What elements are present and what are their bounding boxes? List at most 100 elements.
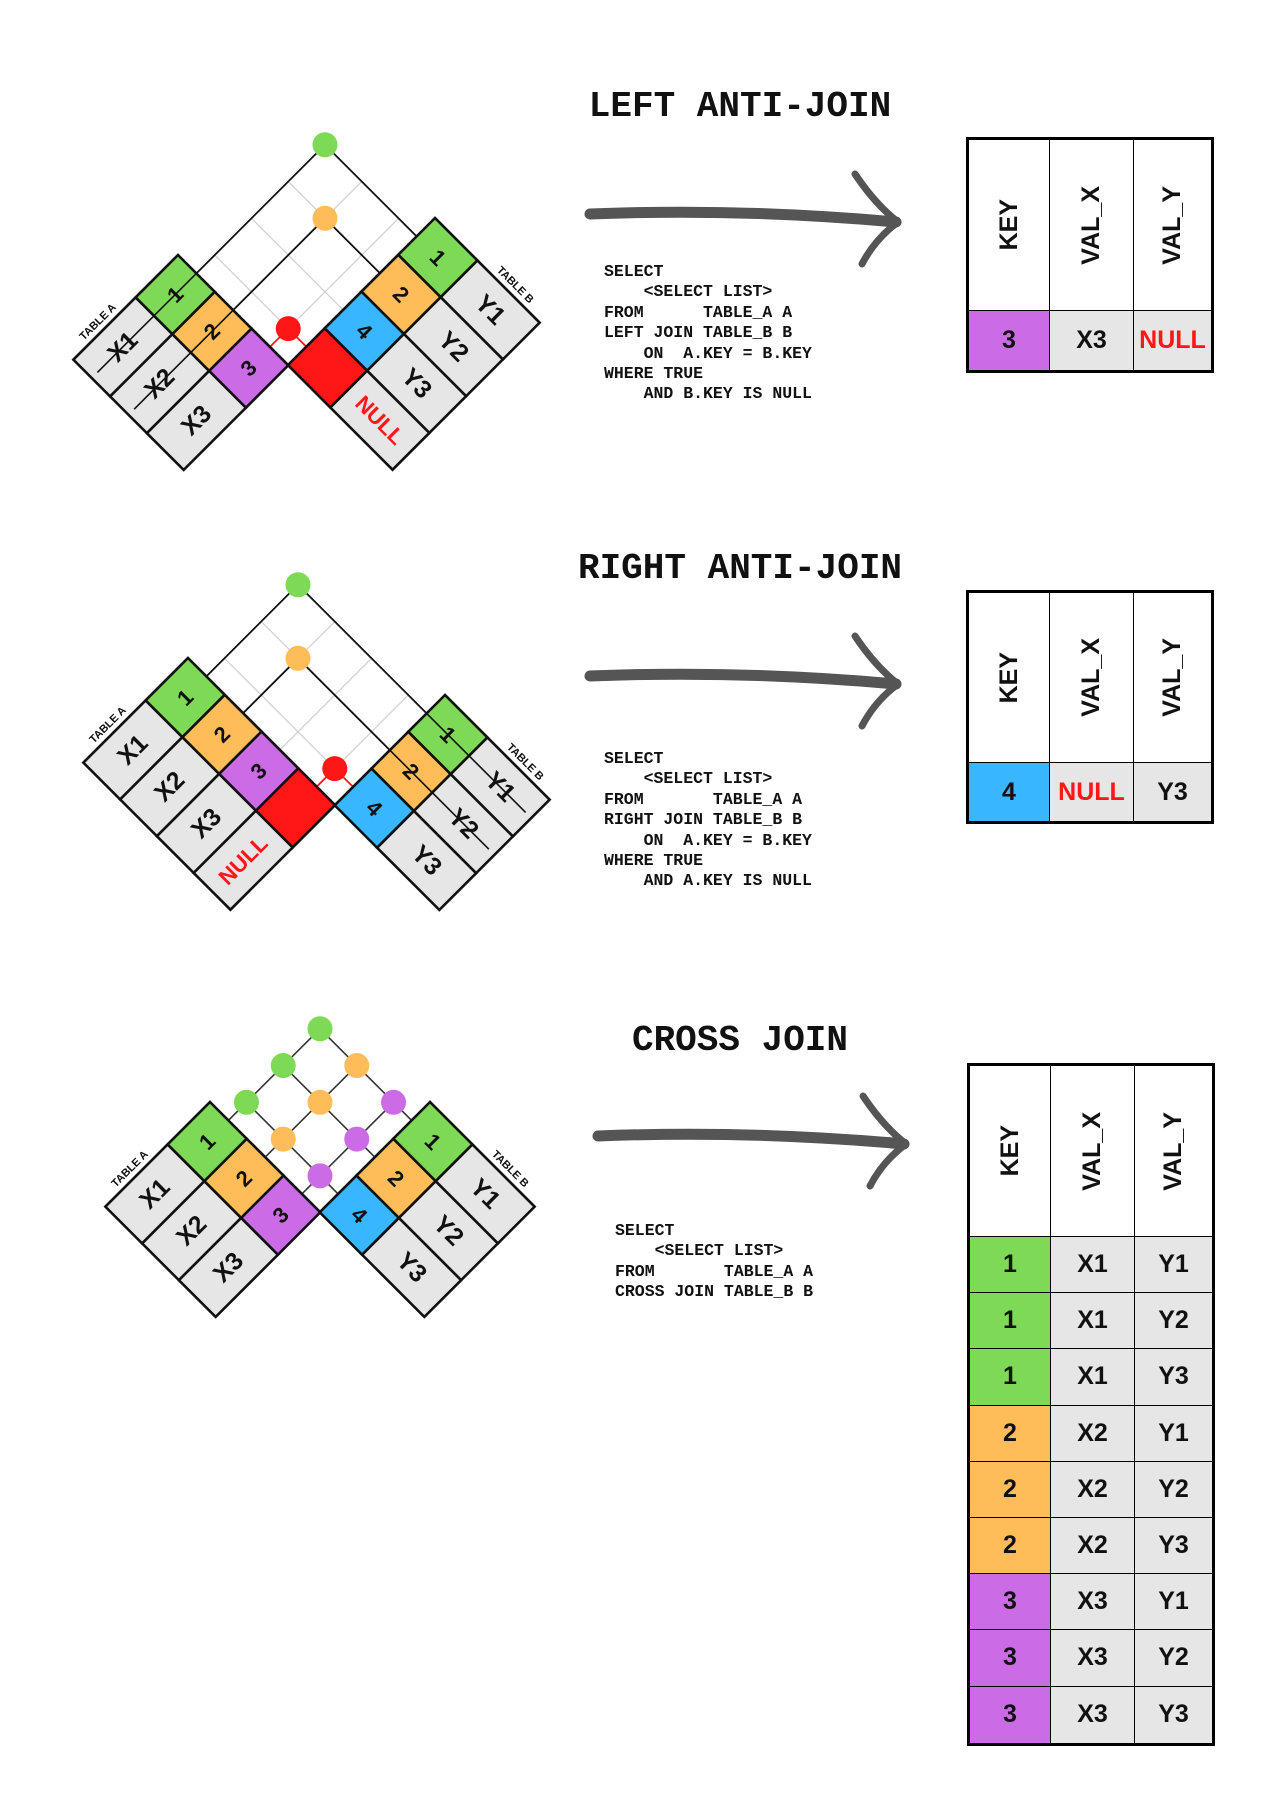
match-line bbox=[242, 657, 299, 714]
key-cell: 3 bbox=[969, 311, 1050, 370]
match-line bbox=[297, 657, 391, 751]
sql-line: WHERE TRUE bbox=[604, 851, 704, 871]
match-dot-green bbox=[285, 572, 311, 598]
sql-line: FROM TABLE_A A bbox=[615, 1261, 814, 1281]
val-y-cell: Y2 bbox=[1135, 1630, 1212, 1687]
table-b-row: 4Y3 bbox=[322, 289, 468, 435]
column-header-label: VAL_X bbox=[1077, 185, 1105, 265]
key-cell: 2 bbox=[970, 1405, 1051, 1462]
val-x-cell: X2 bbox=[1051, 1461, 1135, 1518]
key-cell: 3 bbox=[970, 1686, 1051, 1743]
match-dot-purple bbox=[307, 1163, 333, 1189]
match-dot-green bbox=[307, 1016, 333, 1042]
column-header-label: KEY bbox=[995, 1125, 1024, 1177]
column-header: KEY bbox=[969, 593, 1050, 763]
match-dot-orange bbox=[344, 1053, 370, 1079]
section-title: CROSS JOIN bbox=[631, 1020, 849, 1061]
val-y-cell: Y3 bbox=[1135, 1349, 1212, 1406]
match-line bbox=[324, 217, 381, 274]
column-header-label: VAL_Y bbox=[1159, 1111, 1187, 1191]
val-x-cell: X1 bbox=[1051, 1293, 1135, 1350]
key-cell: 1 bbox=[970, 1237, 1051, 1294]
sql-line: LEFT JOIN TABLE_B B bbox=[604, 323, 793, 343]
column-header-label: VAL_Y bbox=[1158, 638, 1186, 717]
sql-line: CROSS JOIN TABLE_B B bbox=[615, 1282, 814, 1302]
val-x-cell: X3 bbox=[1051, 1574, 1135, 1631]
arrow-icon bbox=[584, 170, 902, 268]
column-header: KEY bbox=[970, 1066, 1051, 1237]
value-cell bbox=[191, 808, 295, 912]
sql-line: FROM TABLE_A A bbox=[604, 302, 793, 322]
column-header: VAL_Y bbox=[1134, 593, 1211, 763]
sql-line: RIGHT JOIN TABLE_B B bbox=[604, 810, 803, 830]
val-y-cell: Y2 bbox=[1135, 1293, 1212, 1350]
key-cell: 2 bbox=[970, 1461, 1051, 1518]
match-dot-orange bbox=[312, 205, 338, 231]
match-line bbox=[205, 584, 299, 678]
val-y-cell: Y2 bbox=[1135, 1461, 1212, 1518]
key-cell: 4 bbox=[969, 763, 1050, 821]
val-y-cell: Y1 bbox=[1135, 1574, 1212, 1631]
column-header: VAL_X bbox=[1050, 140, 1134, 311]
val-x-cell: X1 bbox=[1051, 1349, 1135, 1406]
sql-line: <SELECT LIST> bbox=[604, 282, 773, 302]
strikethrough-line bbox=[133, 309, 234, 410]
sql-line: SELECT bbox=[615, 1221, 675, 1240]
key-cell: 2 bbox=[970, 1517, 1051, 1575]
match-dot-green bbox=[312, 132, 338, 158]
column-header: VAL_Y bbox=[1135, 1066, 1212, 1237]
grid-line bbox=[279, 657, 372, 751]
sql-line: ON A.KEY = B.KEY bbox=[604, 830, 812, 850]
section-title: RIGHT ANTI-JOIN bbox=[577, 548, 903, 589]
column-header: VAL_X bbox=[1051, 1066, 1135, 1237]
section-title: LEFT ANTI-JOIN bbox=[588, 86, 892, 127]
sql-line: WHERE TRUE bbox=[604, 364, 704, 384]
column-header-label: VAL_Y bbox=[1158, 185, 1186, 265]
sql-line: AND B.KEY IS NULL bbox=[604, 384, 812, 404]
match-line bbox=[195, 144, 326, 275]
arrow-icon bbox=[584, 632, 902, 730]
column-header: VAL_Y bbox=[1134, 140, 1211, 311]
val-x-cell: NULL bbox=[1050, 763, 1134, 821]
column-header-label: KEY bbox=[994, 651, 1023, 704]
match-dot-orange bbox=[270, 1126, 296, 1152]
value-cell bbox=[328, 368, 432, 472]
sql-line: <SELECT LIST> bbox=[615, 1241, 784, 1261]
grid-line bbox=[251, 217, 344, 311]
match-dot-purple bbox=[344, 1126, 370, 1152]
key-cell: 1 bbox=[970, 1349, 1051, 1406]
key-cell: 3 bbox=[970, 1574, 1051, 1631]
table-b-row: 4Y3 bbox=[317, 1173, 463, 1319]
match-dot-red bbox=[275, 316, 301, 342]
val-y-cell: Y3 bbox=[1134, 763, 1211, 821]
sql-line: SELECT bbox=[604, 749, 664, 768]
val-y-cell: Y3 bbox=[1135, 1517, 1212, 1575]
key-cell: 1 bbox=[970, 1293, 1051, 1350]
sql-line: AND A.KEY IS NULL bbox=[604, 871, 812, 891]
column-header-label: VAL_X bbox=[1077, 638, 1105, 717]
match-dot-red bbox=[322, 756, 348, 782]
val-x-cell: X2 bbox=[1051, 1405, 1135, 1462]
value-cell bbox=[145, 369, 248, 472]
match-line bbox=[324, 144, 418, 238]
sql-line: <SELECT LIST> bbox=[604, 769, 773, 789]
column-header: KEY bbox=[969, 140, 1050, 311]
table-b-row: 4Y3 bbox=[332, 766, 478, 912]
val-y-cell: NULL bbox=[1134, 311, 1211, 370]
column-header: VAL_X bbox=[1050, 593, 1134, 763]
table-a-row: 3X3 bbox=[145, 326, 291, 472]
match-dot-green bbox=[233, 1089, 259, 1115]
key-cell: 3 bbox=[970, 1630, 1051, 1687]
